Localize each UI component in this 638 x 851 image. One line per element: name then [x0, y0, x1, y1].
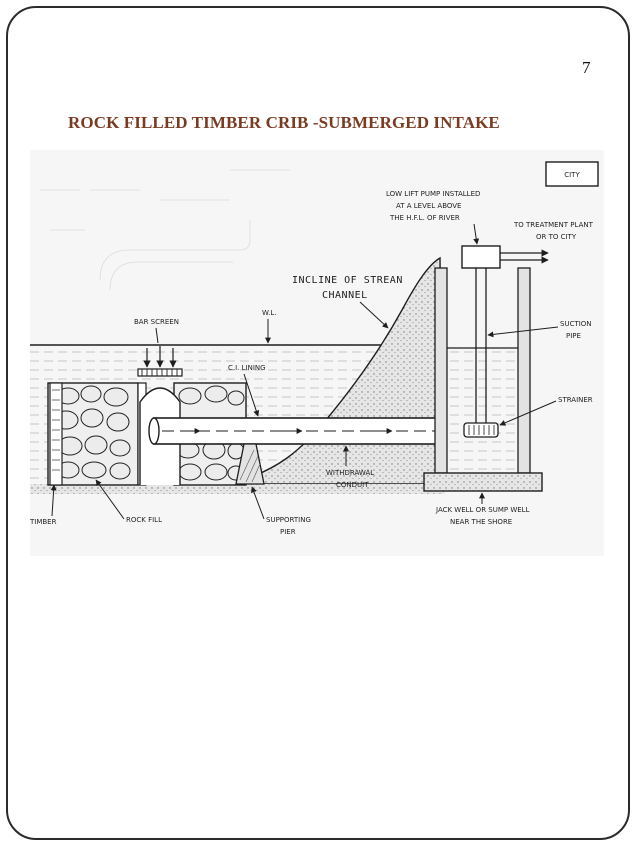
- suction-label-line2: PIPE: [566, 332, 581, 340]
- outflow-arrows: [500, 249, 549, 264]
- treatment-label-line1: TO TREATMENT PLANT: [513, 221, 594, 229]
- water-level-label: W.L.: [262, 309, 276, 317]
- jack-well-label-line2: NEAR THE SHORE: [450, 518, 512, 526]
- bar-screen-label: BAR SCREEN: [134, 318, 179, 326]
- rock-fill-leader: [95, 479, 125, 520]
- river-bed: [30, 484, 445, 494]
- strainer-leader: [499, 400, 557, 426]
- pier-leader: [251, 486, 265, 520]
- incline-label-line2: CHANNEL: [322, 290, 368, 301]
- withdrawal-conduit: [148, 417, 445, 445]
- city-box: [545, 161, 599, 187]
- intake-diagram: CITY LOW LIFT PUMP INSTALLED AT A LEVEL …: [30, 150, 604, 556]
- rock-fill-label: ROCK FILL: [126, 516, 162, 524]
- pump-leader: [473, 223, 480, 245]
- timber-label: TIMBER: [30, 518, 57, 526]
- inflow-arrows: [143, 346, 177, 368]
- strainer-label: STRAINER: [558, 396, 593, 404]
- pump-label-line1: LOW LIFT PUMP INSTALLED: [386, 190, 480, 198]
- pier-label-line2: PIER: [280, 528, 296, 536]
- suction-leader: [487, 326, 559, 338]
- withdrawal-label-line1: WITHDRAWAL: [326, 469, 374, 477]
- jack-well: [423, 267, 543, 492]
- strainer: [463, 422, 499, 438]
- bar-screen: [137, 368, 183, 377]
- suction-pipe: [475, 268, 487, 425]
- faint-background-marks: [40, 169, 290, 291]
- crib-left-column: [47, 382, 139, 486]
- pier-label-line1: SUPPORTING: [266, 516, 311, 524]
- treatment-label-line2: OR TO CITY: [536, 233, 577, 241]
- pump-label-line2: AT A LEVEL ABOVE: [396, 202, 462, 210]
- incline-leader: [359, 301, 389, 329]
- incline-label-line1: INCLINE OF STREAN: [292, 275, 403, 286]
- city-label: CITY: [564, 171, 580, 179]
- slide-title: ROCK FILLED TIMBER CRIB -SUBMERGED INTAK…: [68, 113, 500, 132]
- jack-well-label-line1: JACK WELL OR SUMP WELL: [435, 506, 530, 514]
- pump-label-line3: THE H.F.L. OF RIVER: [389, 214, 460, 222]
- ci-lining-label: C.I. LINING: [228, 364, 266, 372]
- suction-label-line1: SUCTION: [560, 320, 592, 328]
- pump-house: [461, 245, 501, 269]
- ci-lining-leader: [243, 373, 260, 417]
- page-number: 7: [582, 58, 591, 77]
- bar-screen-leader: [155, 327, 159, 344]
- pier-hatching: [239, 449, 261, 483]
- withdrawal-label-line2: CONDUIT: [336, 481, 369, 489]
- timber-leader: [50, 484, 57, 517]
